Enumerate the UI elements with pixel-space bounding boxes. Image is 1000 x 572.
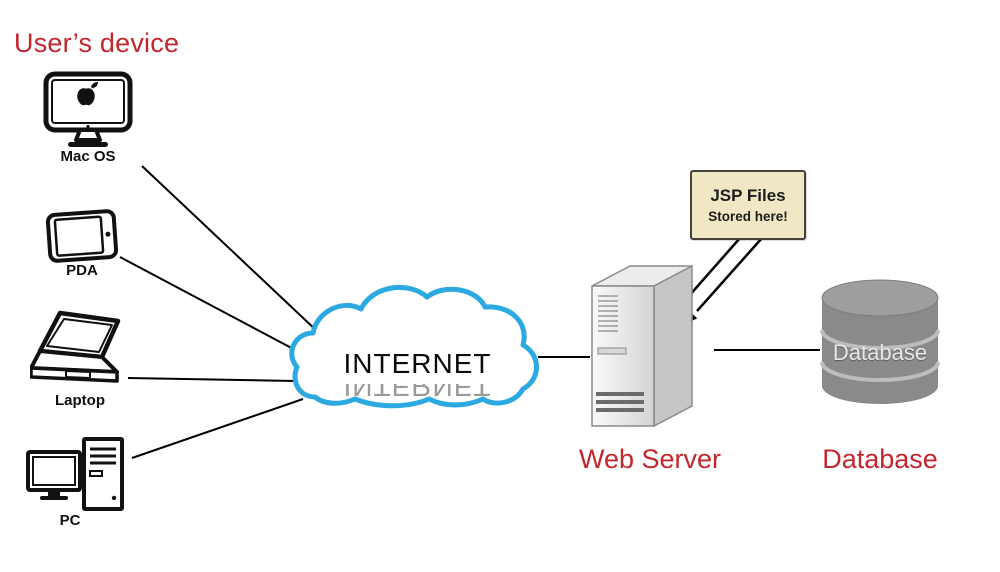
database-label: Database [822, 444, 938, 474]
server-bottom-vents [596, 392, 644, 412]
pda-tablet-icon [45, 209, 119, 263]
mac-monitor-icon [43, 71, 133, 147]
device-label-mac: Mac OS [60, 148, 116, 165]
database-cylinder-label: Database [832, 340, 928, 365]
page-title: User’s device [14, 28, 180, 58]
server-drive-bay [597, 347, 627, 355]
server-vent-grill [598, 295, 618, 332]
internet-cloud-icon [289, 284, 539, 409]
device-label-laptop: Laptop [55, 392, 105, 409]
internet-label: INTERNET [343, 348, 492, 379]
jsp-note-title: JSP Files [710, 186, 786, 205]
database-cylinder-icon [820, 279, 940, 404]
device-label-pda: PDA [66, 262, 98, 279]
internet-label-reflection: INTERNET [300, 384, 535, 399]
pc-desktop-icon [26, 437, 124, 511]
jsp-note-box: JSP Files Stored here! [690, 170, 806, 240]
line-laptop-to-cloud [127, 377, 297, 382]
web-server-label: Web Server [578, 444, 722, 474]
web-server-icon [591, 264, 693, 428]
jsp-note-subtitle: Stored here! [708, 209, 788, 224]
laptop-icon [30, 310, 121, 383]
line-pc-to-cloud [131, 398, 304, 459]
device-label-pc: PC [59, 512, 81, 529]
apple-logo-icon [91, 82, 98, 88]
line-pda-to-cloud [119, 256, 300, 353]
